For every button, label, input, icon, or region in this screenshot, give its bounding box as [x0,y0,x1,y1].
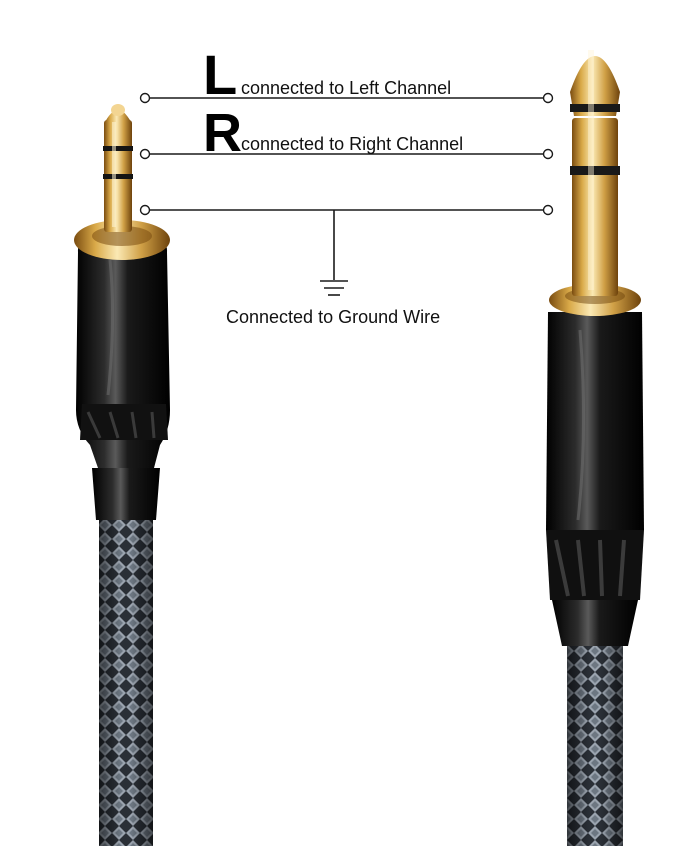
wire-endpoint [542,148,554,160]
wire-endpoint [139,204,151,216]
right-channel-letter: R [203,103,242,163]
wire-endpoint [139,92,151,104]
right-gold-tip [570,50,620,296]
right-channel-label: connected to Right Channel [241,134,463,154]
ground-symbol-icon [320,280,348,296]
mini-jack-plug [74,104,170,846]
left-plug-housing [76,236,170,520]
ground-wire-label: Connected to Ground Wire [226,307,440,327]
wire-endpoint [139,148,151,160]
left-channel-wire: L connected to Left Channel [139,40,554,106]
left-braided-cable [99,520,153,846]
right-channel-wire: R connected to Right Channel [139,102,554,163]
wire-endpoint [542,204,554,216]
ground-wire: Connected to Ground Wire [139,204,554,327]
wire-endpoint [542,92,554,104]
left-channel-letter: L [203,43,237,106]
quarter-inch-plug [546,50,644,846]
right-braided-cable [567,640,623,846]
left-channel-label: connected to Left Channel [241,78,451,98]
right-plug-housing [546,312,644,646]
left-gold-tip [103,104,133,232]
